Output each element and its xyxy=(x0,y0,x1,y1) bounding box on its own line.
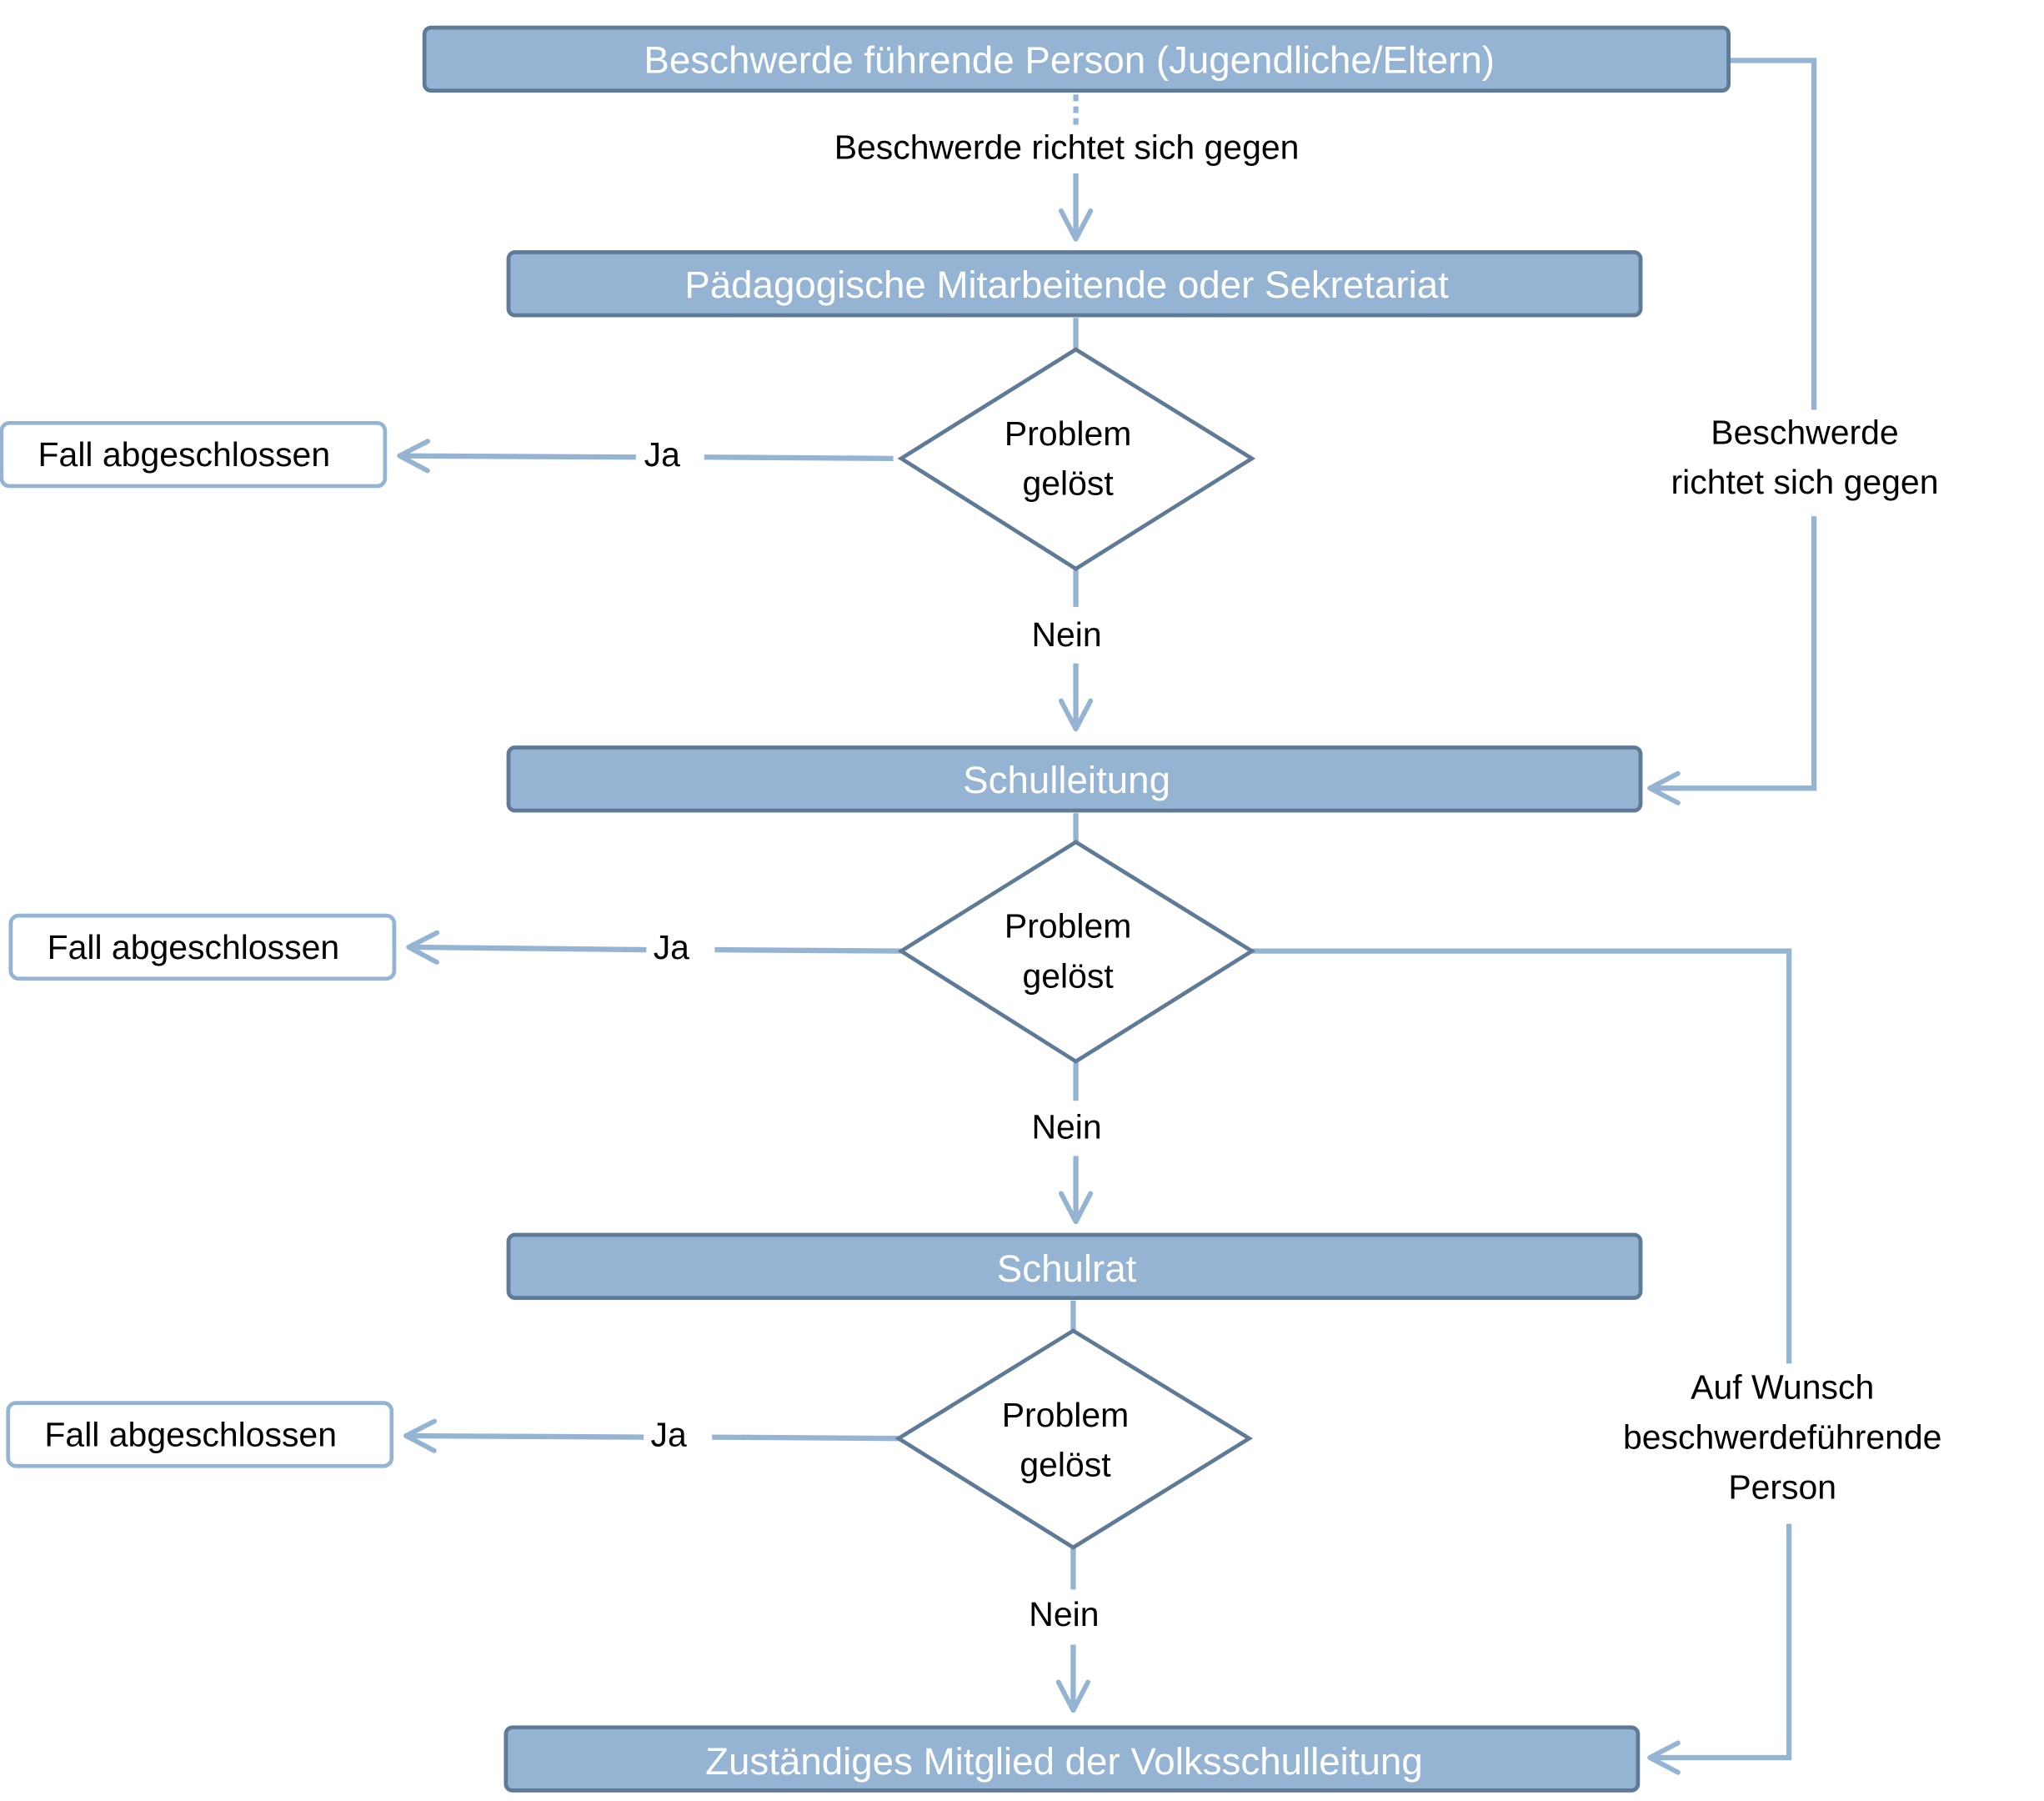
connectors xyxy=(397,58,1817,1775)
outcome-3-label: Fall abgeschlossen xyxy=(44,1415,337,1453)
edge-label-no-3: Nein xyxy=(1029,1595,1099,1633)
edge-label-on-request-line3: Person xyxy=(1728,1467,1836,1506)
decision-3-line2: gelöst xyxy=(1019,1446,1111,1484)
outcome-box-3: Fall abgeschlossen xyxy=(6,1401,394,1468)
connector-side-decision2-to-level4-a xyxy=(1251,948,1792,1364)
process-bar-level1-label: Pädagogische Mitarbeitende oder Sekretar… xyxy=(684,263,1449,306)
process-bar-level1: Pädagogische Mitarbeitende oder Sekretar… xyxy=(506,250,1643,318)
edge-label-side-complaint-line2: richtet sich gegen xyxy=(1671,463,1938,501)
decision-3-line1: Problem xyxy=(1002,1396,1130,1434)
edge-label-no-1: Nein xyxy=(1031,615,1101,654)
decision-1-line1: Problem xyxy=(1004,414,1132,453)
process-bar-level4: Zuständiges Mitglied der Volksschulleitu… xyxy=(503,1725,1641,1793)
outcome-box-1: Fall abgeschlossen xyxy=(0,420,388,489)
edge-label-side-complaint-line1: Beschwerde xyxy=(1711,413,1898,451)
decision-diamond-3: Problem gelöst xyxy=(894,1328,1254,1550)
connector-decision1-yes-b xyxy=(397,439,636,474)
decision-2-line2: gelöst xyxy=(1022,957,1114,996)
edge-label-on-request-line1: Auf Wunsch xyxy=(1691,1368,1874,1407)
edge-label-complaint-against: Beschwerde richtet sich gegen xyxy=(834,128,1300,166)
connector-side-top-to-level2-b xyxy=(1647,516,1817,805)
process-bar-level2: Schulleitung xyxy=(506,745,1643,813)
connector-decision1-yes-a xyxy=(704,454,894,461)
decision-diamond-1: Problem gelöst xyxy=(897,347,1256,571)
edge-label-yes-1: Ja xyxy=(644,435,680,474)
outcome-2-label: Fall abgeschlossen xyxy=(48,928,340,966)
connector-side-top-to-level2-a xyxy=(1730,58,1817,410)
process-bar-level3: Schulrat xyxy=(506,1232,1643,1300)
connector-decision3-yes-a xyxy=(712,1434,899,1442)
process-bar-top: Beschwerde führende Person (Jugendliche/… xyxy=(422,25,1731,93)
outcome-1-label: Fall abgeschlossen xyxy=(38,435,331,474)
decision-1-line2: gelöst xyxy=(1022,464,1114,503)
decision-2-line1: Problem xyxy=(1004,907,1132,946)
process-bar-top-label: Beschwerde führende Person (Jugendliche/… xyxy=(644,39,1495,82)
process-bar-level3-label: Schulrat xyxy=(997,1247,1137,1290)
edge-label-no-2: Nein xyxy=(1031,1108,1101,1146)
edge-label-on-request-line2: beschwerdeführende xyxy=(1623,1418,1941,1457)
edge-label-yes-2: Ja xyxy=(654,928,689,966)
connector-side-decision2-to-level4-b xyxy=(1647,1523,1792,1775)
connector-decision3-yes-b xyxy=(403,1418,644,1453)
decision-diamond-2: Problem gelöst xyxy=(897,840,1256,1064)
edge-label-yes-3: Ja xyxy=(651,1415,687,1453)
outcome-box-2: Fall abgeschlossen xyxy=(8,913,397,981)
connector-decision2-yes-a xyxy=(714,946,902,954)
connector-decision2-yes-b xyxy=(406,930,647,965)
process-bar-level4-label: Zuständiges Mitglied der Volksschulleitu… xyxy=(705,1740,1423,1783)
process-bar-level2-label: Schulleitung xyxy=(963,759,1170,801)
